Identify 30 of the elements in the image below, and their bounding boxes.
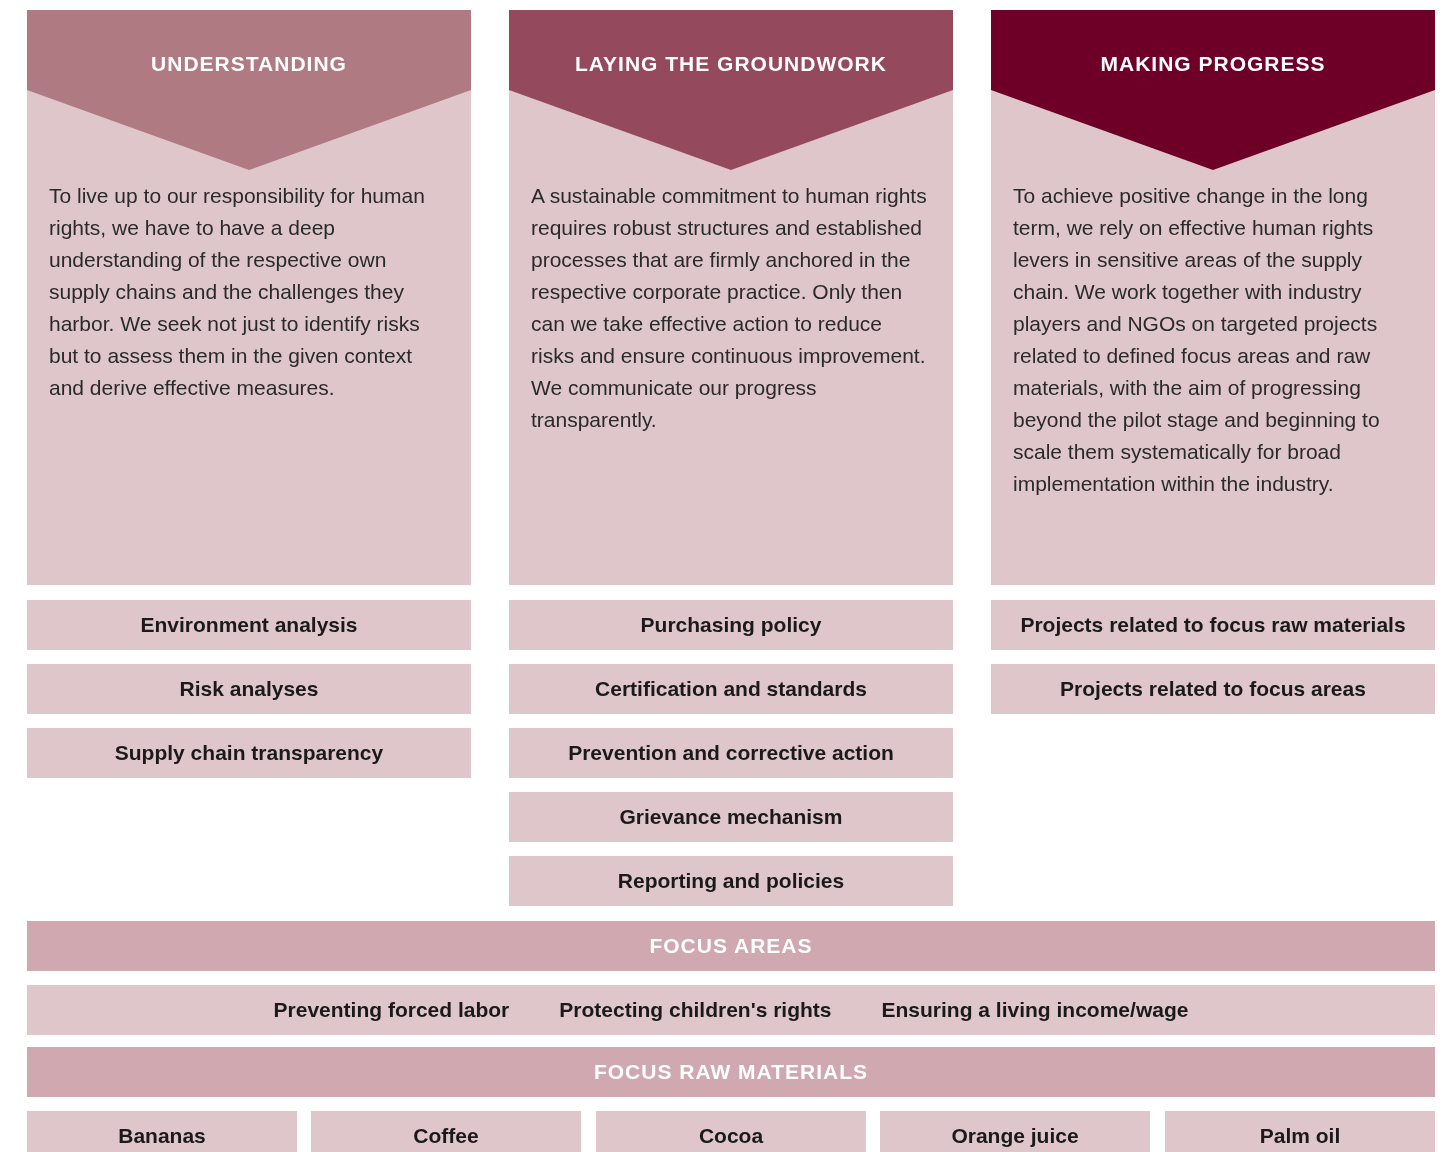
section-band: FOCUS RAW MATERIALS	[27, 1047, 1435, 1097]
topic-box: Risk analyses	[27, 664, 471, 714]
raw-material-box: Bananas	[27, 1111, 297, 1152]
focus-area-label: Preventing forced labor	[273, 998, 510, 1022]
focus-area-label: Ensuring a living income/wage	[881, 998, 1189, 1022]
raw-material-box: Palm oil	[1165, 1111, 1435, 1152]
focus-area-label: Protecting children's rights	[559, 998, 832, 1022]
column-panel	[27, 10, 471, 585]
raw-material-box: Orange juice	[880, 1111, 1150, 1152]
topic-box: Reporting and policies	[509, 856, 953, 906]
column-heading: MAKING PROGRESS	[1099, 52, 1327, 76]
topic-box: Supply chain transparency	[27, 728, 471, 778]
column-heading: UNDERSTANDING	[150, 52, 348, 76]
topic-box: Prevention and corrective action	[509, 728, 953, 778]
topic-box: Grievance mechanism	[509, 792, 953, 842]
column-description: To achieve positive change in the long term, we rely on effective human rights levers in sensitive areas of the supply chain. We work together with industry players and NGOs on targeted projects related to defined focus areas and raw materials, with the aim of progressing beyond the pilot stage and beginning to scale them systematically for broad implementation within the industry.	[1013, 183, 1381, 497]
topic-box: Projects related to focus raw materials	[991, 600, 1435, 650]
topic-box: Projects related to focus areas	[991, 664, 1435, 714]
topic-box: Certification and standards	[509, 664, 953, 714]
column-heading: LAYING THE GROUNDWORK	[574, 52, 888, 76]
column-panel	[509, 10, 953, 585]
column-description: A sustainable commitment to human rights requires robust structures and established processes that are firmly anchored in the respective corporate practice. Only then can we take effective action to reduce risks and ensure continuous improvement. We communicate our progress transparently.	[531, 183, 928, 433]
column-description: To live up to our responsibility for human rights, we have to have a deep understanding of the respective own supply chains and the challenges they harbor. We seek not just to identify risks but to assess them in the given context and derive effective measures.	[49, 183, 426, 401]
raw-material-box: Cocoa	[596, 1111, 866, 1152]
column-panel	[991, 10, 1435, 585]
focus-areas-band	[27, 985, 1435, 1035]
section-band: FOCUS AREAS	[27, 921, 1435, 971]
raw-material-box: Coffee	[311, 1111, 581, 1152]
topic-box: Purchasing policy	[509, 600, 953, 650]
topic-box: Environment analysis	[27, 600, 471, 650]
